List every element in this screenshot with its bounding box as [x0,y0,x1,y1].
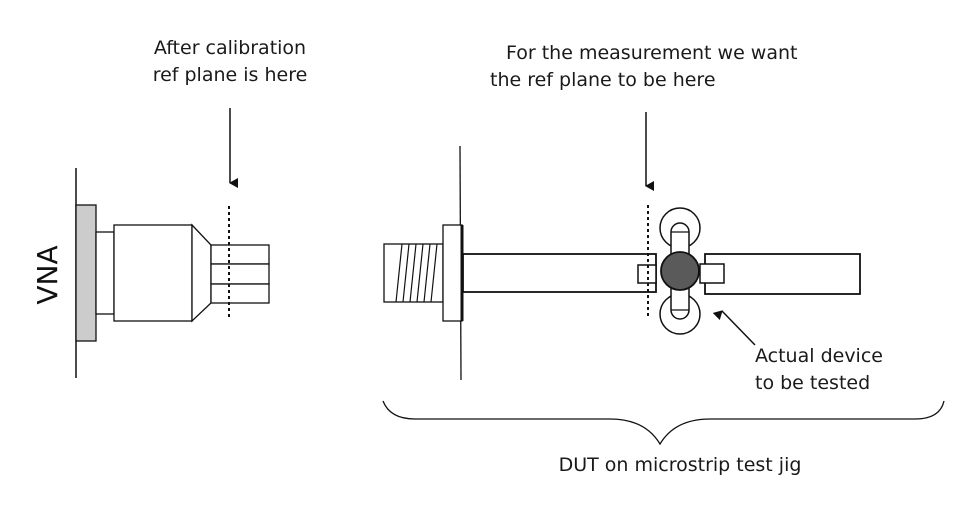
actual-device-line-2: to be tested [755,372,871,394]
measurement-ref-line-1: For the measurement we want [506,42,798,64]
connector-tip-top [210,244,270,265]
after-calibration-line-1: After calibration [153,37,307,59]
jig-flange [442,224,463,322]
connector-neck [95,231,115,315]
actual-device-line-1: Actual device [755,345,883,367]
connector-taper [191,223,212,323]
vna-label: VNA [31,245,64,305]
connector-tip-bottom [210,283,270,304]
test-jig-assembly [383,112,861,381]
dut-brace [382,400,945,446]
microstrip-output-line [704,253,861,295]
device-under-test [660,251,700,291]
output-pad [699,263,725,284]
after-calibration-line-2: ref plane is here [152,64,308,86]
vna-assembly [75,108,270,378]
connector-tip-middle [210,263,270,285]
connector-body [113,224,193,322]
microstrip-input-line [462,253,657,293]
dut-jig-label: DUT on microstrip test jig [558,454,802,476]
measurement-ref-line-2: the ref plane to be here [490,69,716,91]
device-pointer-arrow [712,310,756,346]
after-calibration-label: After calibration ref plane is here [120,35,340,89]
measurement-ref-label: For the measurement we want the ref plan… [490,40,798,94]
vna-port-flange [75,204,97,342]
connector-threads [395,243,438,303]
actual-device-label: Actual device to be tested [755,343,883,397]
